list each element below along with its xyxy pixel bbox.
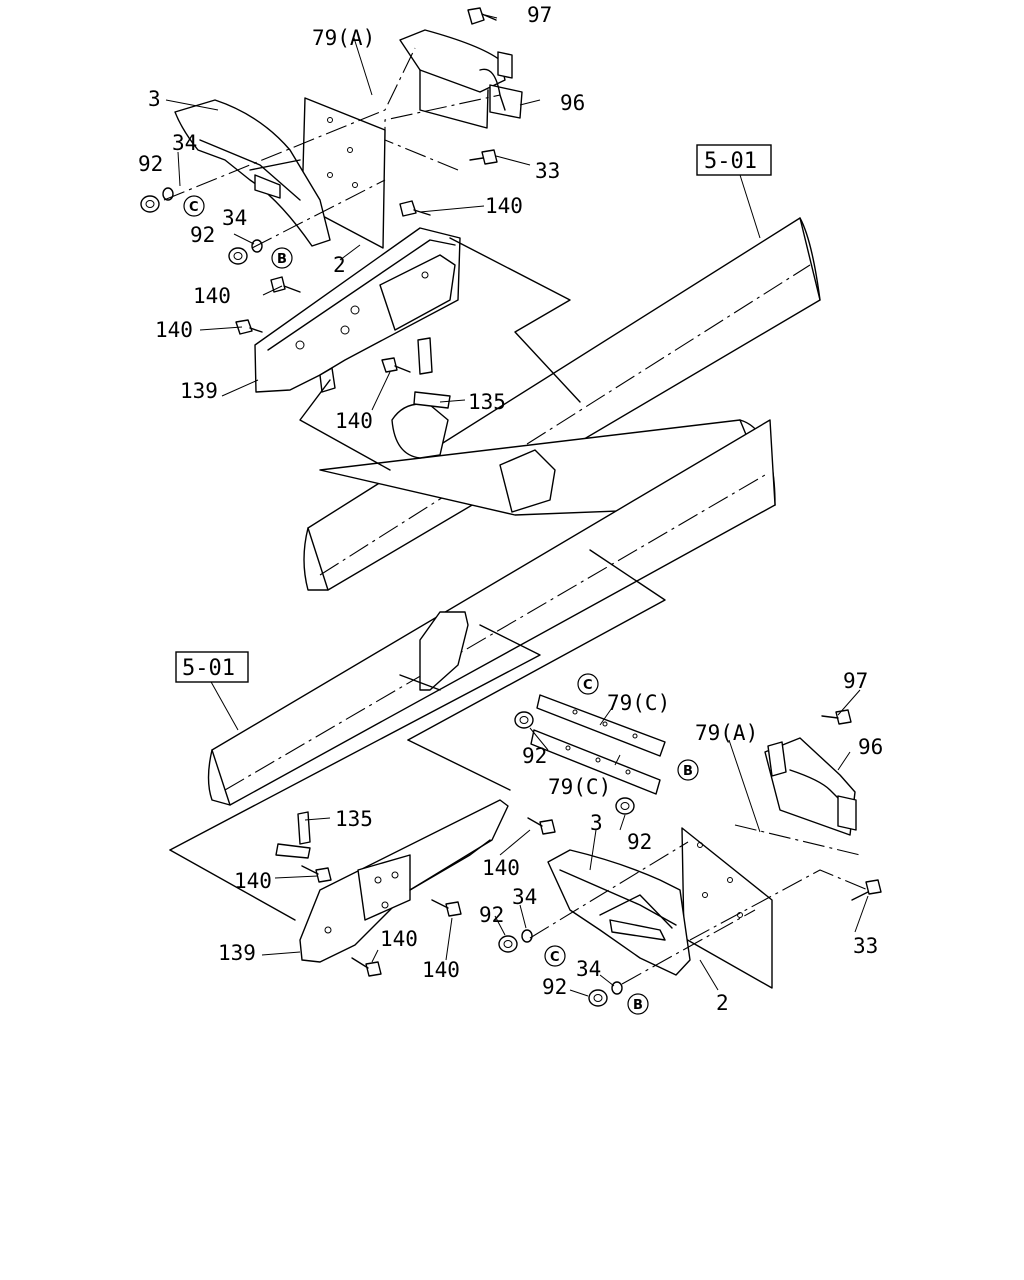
bottom-plate-2 [681,827,773,989]
top-label-140-c: 140 [155,318,193,342]
top-assembly: 5-01 79(A) 97 96 3 34 92 33 140 34 92 2 … [138,3,821,591]
top-label-140-b: 140 [193,284,231,308]
bottom-bracket-139 [299,799,509,963]
top-marker-c-text: C [189,200,199,215]
bottom-bracket-96 [764,737,857,836]
top-label-92-b: 92 [190,223,215,247]
bottom-label-135: 135 [335,807,373,831]
top-label-79a: 79(A) [312,26,375,50]
top-bolt-140-b [270,276,301,293]
bottom-label-140-b: 140 [234,869,272,893]
top-mudguard-3 [174,99,331,247]
bottom-marker-b-1-text: B [683,764,693,779]
bottom-label-34-a: 34 [512,885,537,909]
bottom-label-97: 97 [843,669,868,693]
top-bolt-97 [467,7,497,25]
bottom-label-79a: 79(A) [695,721,758,745]
bottom-label-34-b: 34 [576,957,601,981]
bottom-bolt-140-c [431,899,462,917]
bottom-nut-92-d [588,989,608,1007]
top-marker-b: B [271,247,293,269]
top-marker-b-text: B [277,252,287,267]
top-bolt-33 [469,149,498,165]
top-nut-92-a [140,195,160,213]
bottom-label-140-a: 140 [482,856,520,880]
bottom-bolt-97 [821,709,852,725]
bottom-label-139: 139 [218,941,256,965]
bottom-washer-34-a [521,929,533,943]
bottom-nut-92-a [514,711,534,729]
bottom-label-92-c: 92 [479,903,504,927]
bottom-ref-box: 5-01 [175,651,249,683]
bottom-label-140-c: 140 [380,927,418,951]
bottom-nut-92-b [615,797,635,815]
bottom-bolt-140-d [351,957,382,977]
top-marker-c: C [183,195,205,217]
top-label-139: 139 [180,379,218,403]
bottom-bolt-140-b [301,865,332,883]
top-nut-92-b [228,247,248,265]
bottom-label-92-a: 92 [522,744,547,768]
bottom-marker-c-2-text: C [550,950,560,965]
bottom-label-2: 2 [716,991,729,1015]
top-label-92-a: 92 [138,152,163,176]
top-label-34-a: 34 [172,131,197,155]
bottom-marker-c-1: C [577,673,599,695]
top-label-140-d: 140 [335,409,373,433]
bottom-label-79c-1: 79(C) [607,691,670,715]
top-label-3: 3 [148,87,161,111]
bottom-assembly: 5-01 97 79(C) 79(A) 96 92 79(C) 135 3 92… [169,419,883,1015]
top-label-96: 96 [560,91,585,115]
bottom-label-3: 3 [590,811,603,835]
top-ref-box: 5-01 [696,144,772,176]
bottom-bracket-135 [275,811,311,859]
bottom-marker-b-1: B [677,759,699,781]
top-bolt-140-c [235,319,263,335]
top-bracket-139 [254,227,461,393]
bottom-ref-box-text: 5-01 [182,656,235,681]
bottom-label-79c-2: 79(C) [548,775,611,799]
bottom-label-96: 96 [858,735,883,759]
top-label-33: 33 [535,159,560,183]
top-ref-box-text: 5-01 [704,149,757,174]
top-label-140-a: 140 [485,194,523,218]
bottom-strip-79c-lower [530,729,661,795]
bottom-marker-b-2-text: B [633,998,643,1013]
bottom-nut-92-c [498,935,518,953]
bottom-bolt-33 [851,879,882,901]
bottom-label-33: 33 [853,934,878,958]
top-bracket-135 [413,337,451,409]
bottom-mudguard-3 [547,849,691,976]
top-label-135: 135 [468,390,506,414]
top-bolt-140-d [381,357,411,373]
bottom-strip-79c-upper [536,694,666,757]
bottom-marker-b-2: B [627,993,649,1015]
bottom-bolt-140-a [527,817,556,835]
top-label-2: 2 [333,253,346,277]
bottom-label-92-b: 92 [627,830,652,854]
bottom-frame-rail [207,419,776,806]
bottom-marker-c-2: C [544,945,566,967]
bottom-label-92-d: 92 [542,975,567,999]
bottom-washer-34-b [611,981,623,995]
top-bracket-96 [399,29,523,129]
bottom-marker-c-1-text: C [583,678,593,693]
top-bolt-140-a [399,200,431,217]
top-label-97: 97 [527,3,552,27]
top-label-34-b: 34 [222,206,247,230]
bottom-label-140-d: 140 [422,958,460,982]
